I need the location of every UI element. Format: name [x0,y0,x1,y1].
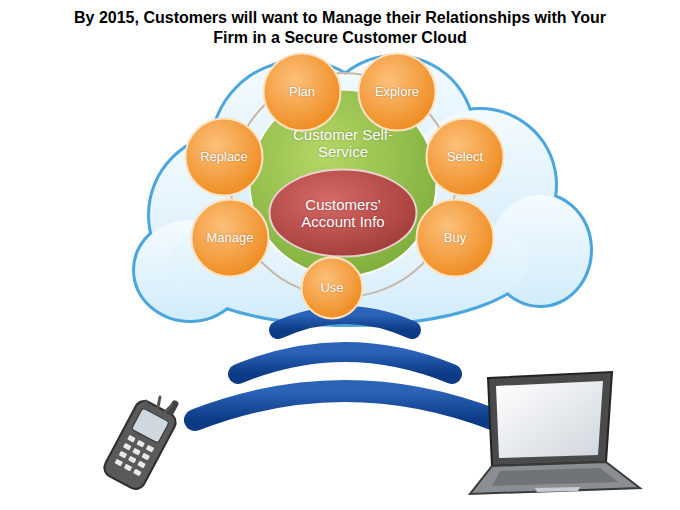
stage-circle: Buy [415,198,495,278]
stage-circle: Plan [262,52,342,132]
node-label: Replace [190,150,258,165]
stage-circle: Manage [190,198,270,278]
account-info-ellipse: Customers' Account Info [268,168,418,258]
stage-circle: Select [425,117,505,197]
wireless-waves [195,315,495,420]
diagram-title: By 2015, Customers will want to Manage t… [60,8,620,48]
node-label: Manage [196,231,264,246]
phone-signal [146,397,172,412]
node-label: Use [306,281,358,296]
mobile-phone [101,385,186,492]
node-label: Plan [268,85,336,100]
node-label: Buy [421,231,489,246]
node-label: Select [431,150,499,165]
node-label: Customers' Account Info [280,196,406,231]
stage-circle: Use [300,256,364,320]
laptop [470,372,640,494]
stage-circle: Explore [357,52,437,132]
stage-circle: Replace [184,117,264,197]
node-label: Explore [363,85,431,100]
